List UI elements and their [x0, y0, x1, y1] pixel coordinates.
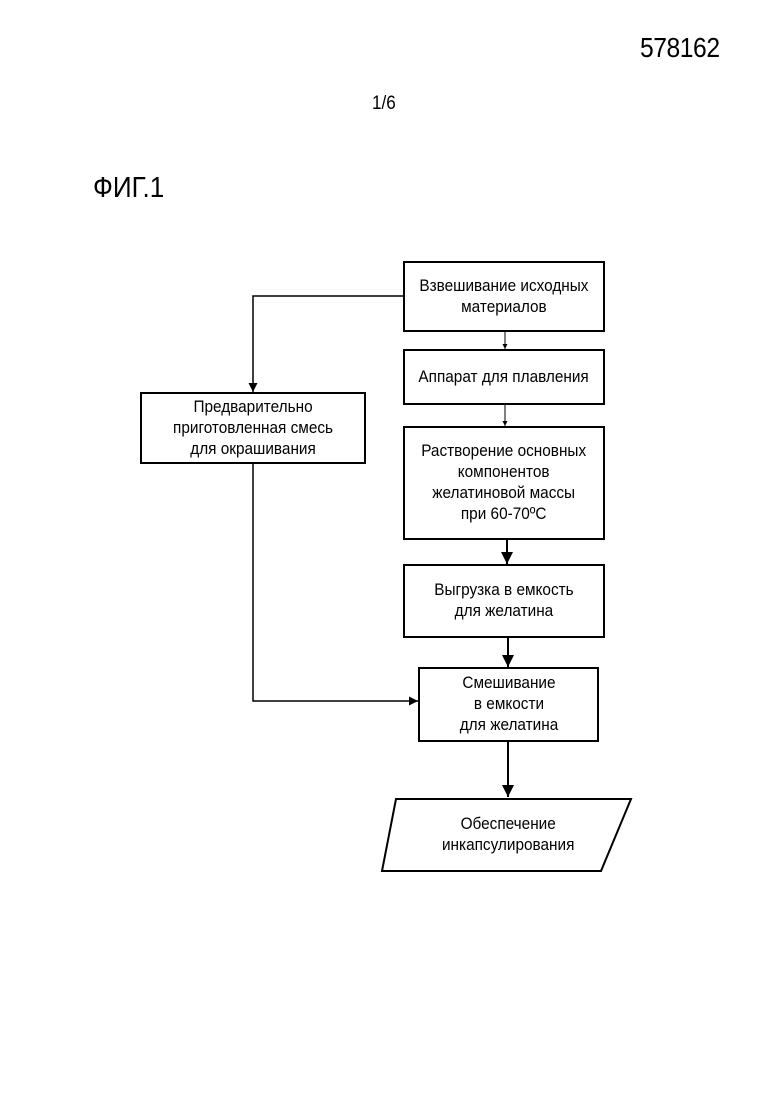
- unloading-box: Выгрузка в емкость для желатина: [403, 564, 605, 638]
- weighing-label: Взвешивание исходных материалов: [419, 276, 588, 318]
- dissolution-box: Растворение основных компонентов желатин…: [403, 426, 605, 540]
- arrow-weighing-to-premix: [253, 296, 404, 392]
- encapsulation-label: Обеспечение инкапсулирования: [442, 814, 574, 856]
- melting-apparatus-label: Аппарат для плавления: [419, 367, 589, 388]
- arrow-premix-to-mixing: [253, 464, 418, 701]
- premix-box: Предварительно приготовленная смесь для …: [140, 392, 366, 464]
- dissolution-label: Растворение основных компонентов желатин…: [422, 441, 587, 525]
- weighing-box: Взвешивание исходных материалов: [403, 261, 605, 332]
- mixing-box: Смешивание в емкости для желатина: [418, 667, 599, 742]
- melting-apparatus-box: Аппарат для плавления: [403, 349, 605, 405]
- unloading-label: Выгрузка в емкость для желатина: [434, 580, 573, 622]
- premix-label: Предварительно приготовленная смесь для …: [173, 397, 333, 460]
- mixing-label: Смешивание в емкости для желатина: [459, 673, 558, 736]
- encapsulation-text-area: Обеспечение инкапсулирования: [410, 799, 606, 871]
